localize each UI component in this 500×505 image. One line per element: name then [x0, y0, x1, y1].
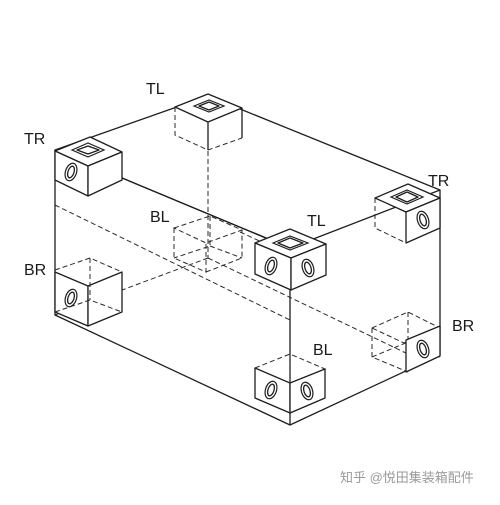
corner-casting-tr-left: [54, 136, 123, 197]
corner-labels: TL TR BL BR TL TR BL BR: [24, 81, 474, 359]
label-tl-front: TL: [307, 213, 326, 230]
label-tr-right: TR: [428, 173, 449, 190]
corner-casting-bl-front: [254, 353, 327, 414]
corner-casting-br-left: [54, 257, 124, 327]
container-outline: [54, 95, 441, 426]
corner-casting-br-right: [405, 325, 441, 373]
label-tl-back: TL: [146, 81, 165, 98]
corner-casting-tl-back: [174, 93, 243, 151]
watermark-text: 知乎 @悦田集装箱配件: [340, 470, 474, 485]
label-bl-front: BL: [313, 342, 333, 359]
corner-casting-tl-front: [254, 228, 327, 291]
corner-casting-tr-right: [374, 183, 441, 244]
back-left-diagonal: [54, 204, 291, 321]
label-bl-back: BL: [150, 209, 170, 226]
label-br-left: BR: [24, 262, 46, 279]
label-tr-left: TR: [24, 131, 45, 148]
hidden-corner-bl-back: [172, 215, 244, 273]
label-br-right: BR: [452, 318, 474, 335]
